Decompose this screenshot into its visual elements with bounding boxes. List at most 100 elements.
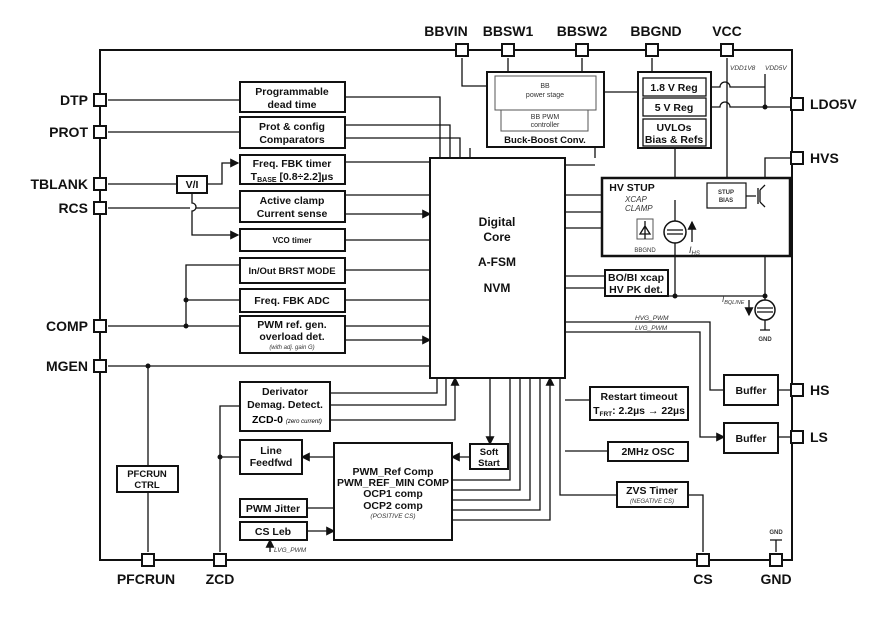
block-dead-time: Programmable dead time [239, 81, 346, 113]
svg-text:NVM: NVM [484, 281, 511, 295]
block-derivator: Derivator Demag. Detect. ZCD-0 (zero cur… [239, 381, 331, 432]
hvg-pwm-label: HVG_PWM [635, 315, 669, 322]
pin-hs[interactable] [790, 383, 804, 397]
pin-tblank[interactable] [93, 177, 107, 191]
pin-label-ls: LS [810, 429, 828, 445]
svg-text:CS Leb: CS Leb [255, 526, 291, 538]
block-active-clamp: Active clamp Current sense [239, 190, 346, 223]
pin-bbsw1[interactable] [501, 43, 515, 57]
pin-label-vcc: VCC [712, 23, 742, 39]
svg-text:A-FSM: A-FSM [478, 255, 516, 269]
block-pwm-jitter: PWM Jitter [239, 498, 308, 518]
svg-text:ZVS Timer: ZVS Timer [626, 485, 678, 497]
svg-text:Prot & config: Prot & config [259, 121, 325, 133]
svg-text:Buffer: Buffer [736, 433, 767, 445]
pin-ldo5v[interactable] [790, 97, 804, 111]
svg-text:VDD1V8: VDD1V8 [730, 65, 756, 72]
svg-text:controller: controller [531, 122, 560, 129]
svg-text:BIAS: BIAS [719, 198, 733, 204]
block-buffer-hs: Buffer [723, 374, 779, 406]
svg-text:BB: BB [540, 83, 550, 90]
svg-text:Active clamp: Active clamp [260, 195, 325, 207]
svg-text:HV PK det.: HV PK det. [609, 284, 663, 296]
pin-label-bbsw2: BBSW2 [557, 23, 608, 39]
block-2mhz-osc: 2MHz OSC [607, 441, 689, 462]
svg-text:PWM_Ref Comp: PWM_Ref Comp [352, 466, 433, 478]
pin-label-comp: COMP [46, 318, 88, 334]
pin-label-gnd: GND [760, 571, 791, 587]
pin-label-mgen: MGEN [46, 358, 88, 374]
block-freq-fbk-timer: Freq. FBK timer TBASE [0.8÷2.2]µs [239, 154, 346, 185]
svg-text:BB PWM: BB PWM [531, 114, 560, 121]
svg-text:Comparators: Comparators [259, 134, 325, 146]
block-pwm-ref-gen: PWM ref. gen. overload det. (with adj. g… [239, 315, 346, 354]
svg-text:(with adj. gain G): (with adj. gain G) [269, 345, 314, 351]
pin-label-bbsw1: BBSW1 [483, 23, 534, 39]
svg-text:(POSITIVE CS): (POSITIVE CS) [370, 513, 415, 520]
svg-text:BO/BI xcap: BO/BI xcap [608, 272, 664, 284]
pin-pfcrun[interactable] [141, 553, 155, 567]
pin-cs[interactable] [696, 553, 710, 567]
svg-text:Programmable: Programmable [255, 86, 329, 98]
pin-zcd[interactable] [213, 553, 227, 567]
block-regulators: 1.8 V Reg 5 V Reg UVLOs Bias & Refs VDD1… [637, 65, 787, 149]
block-cs-leb: CS Leb LVG_PWM [239, 521, 308, 554]
pin-comp[interactable] [93, 319, 107, 333]
svg-text:Buffer: Buffer [736, 385, 767, 397]
svg-text:Demag. Detect.: Demag. Detect. [247, 399, 323, 411]
svg-text:1.8 V Reg: 1.8 V Reg [650, 82, 697, 94]
pin-bbsw2[interactable] [575, 43, 589, 57]
svg-text:UVLOs: UVLOs [656, 122, 691, 134]
ic-outline [99, 49, 793, 561]
current-source-ibqline: IBQLINE GND [722, 295, 776, 343]
svg-text:CLAMP: CLAMP [625, 204, 653, 213]
pin-prot[interactable] [93, 125, 107, 139]
pin-hvs[interactable] [790, 151, 804, 165]
pin-vcc[interactable] [720, 43, 734, 57]
svg-text:CTRL: CTRL [134, 480, 160, 491]
svg-text:power stage: power stage [526, 92, 564, 99]
pin-bbgnd[interactable] [645, 43, 659, 57]
pin-label-rcs: RCS [58, 200, 88, 216]
svg-text:TFRT: 2.2µs → 22µs: TFRT: 2.2µs → 22µs [593, 405, 685, 418]
svg-text:IHS: IHS [689, 245, 700, 257]
svg-text:V/I: V/I [186, 179, 199, 191]
svg-text:Digital: Digital [479, 215, 516, 229]
block-hv-stup: HV STUP XCAP CLAMP BBGND IHS STUP BIAS [600, 176, 792, 258]
pin-gnd[interactable] [769, 553, 783, 567]
block-prot-comparators: Prot & config Comparators [239, 116, 346, 149]
pin-rcs[interactable] [93, 201, 107, 215]
svg-text:HV STUP: HV STUP [609, 182, 655, 194]
pin-label-hvs: HVS [810, 150, 839, 166]
svg-text:Restart timeout: Restart timeout [600, 391, 678, 403]
svg-text:ZCD-0 (zero current): ZCD-0 (zero current) [252, 414, 322, 426]
pin-ls[interactable] [790, 430, 804, 444]
svg-text:In/Out BRST MODE: In/Out BRST MODE [248, 266, 335, 277]
pin-label-zcd: ZCD [206, 571, 235, 587]
pin-label-tblank: TBLANK [30, 176, 88, 192]
svg-text:OCP1 comp: OCP1 comp [363, 488, 423, 500]
pin-bbvin[interactable] [455, 43, 469, 57]
svg-text:5 V Reg: 5 V Reg [655, 102, 694, 114]
current-source-ihs-icon [663, 220, 687, 244]
svg-text:IBQLINE: IBQLINE [722, 295, 745, 306]
svg-text:BBGND: BBGND [634, 248, 656, 254]
svg-text:Buck-Boost Conv.: Buck-Boost Conv. [504, 135, 586, 146]
svg-text:2MHz OSC: 2MHz OSC [621, 446, 675, 458]
pin-label-prot: PROT [49, 124, 88, 140]
svg-text:TBASE [0.8÷2.2]µs: TBASE [0.8÷2.2]µs [251, 171, 334, 184]
pin-mgen[interactable] [93, 359, 107, 373]
block-pfcrun-ctrl: PFCRUN CTRL [116, 465, 179, 493]
svg-text:Freq. FBK ADC: Freq. FBK ADC [254, 295, 330, 307]
current-source-icon [754, 299, 776, 321]
block-brst-mode: In/Out BRST MODE [239, 257, 346, 284]
svg-text:VCO timer: VCO timer [272, 236, 311, 245]
svg-text:XCAP: XCAP [624, 195, 647, 204]
svg-text:Derivator: Derivator [262, 386, 308, 398]
svg-text:GND: GND [758, 337, 772, 343]
pin-dtp[interactable] [93, 93, 107, 107]
svg-text:Freq. FBK timer: Freq. FBK timer [253, 158, 332, 170]
block-vco-timer: VCO timer [239, 228, 346, 252]
block-freq-fbk-adc: Freq. FBK ADC [239, 288, 346, 313]
